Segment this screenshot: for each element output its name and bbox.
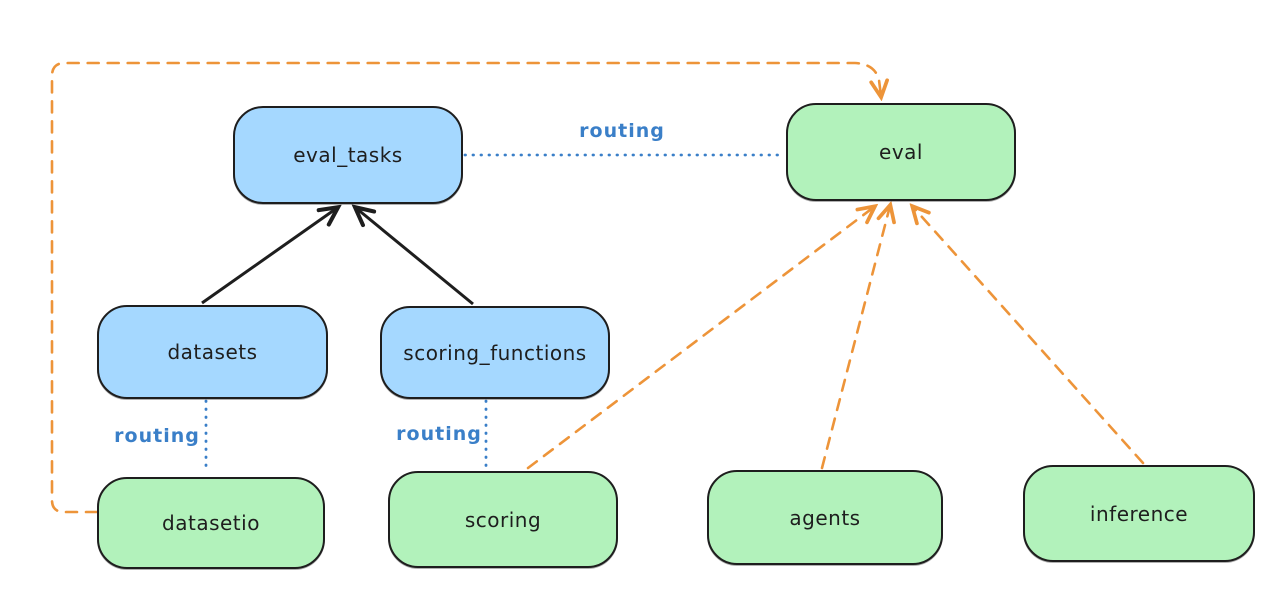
node-inference: inference (1023, 465, 1255, 562)
edge-scoring-to-eval (526, 207, 874, 470)
routing-label: routing (396, 423, 482, 445)
edge-datasetio-to-eval-loop (50, 61, 881, 514)
node-datasetio: datasetio (97, 477, 325, 569)
edge-agents-to-eval (820, 206, 890, 470)
node-scoring: scoring (388, 471, 618, 568)
node-eval_tasks: eval_tasks (233, 106, 463, 204)
node-agents: agents (707, 470, 943, 565)
edge-inference-to-eval (913, 207, 1145, 465)
edge-scoring_functions-to-eval_tasks (356, 208, 474, 306)
routing-label: routing (114, 425, 200, 447)
node-eval: eval (786, 103, 1016, 201)
edge-datasets-to-eval_tasks (201, 208, 337, 305)
node-scoring_functions: scoring_functions (380, 306, 610, 399)
node-datasets: datasets (97, 305, 328, 399)
routing-label: routing (579, 120, 665, 142)
